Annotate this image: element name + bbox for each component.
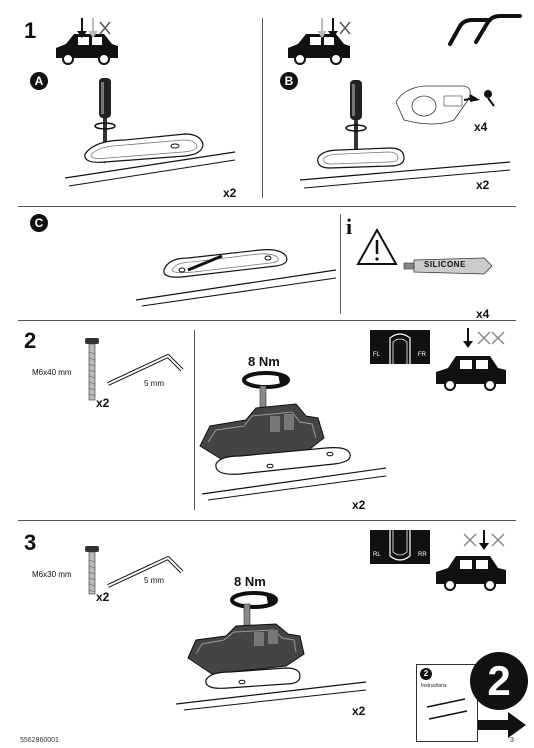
label-a: A [30, 72, 48, 90]
arrows-icon-step2 [463, 328, 505, 348]
torque-label-3: 8 Nm [234, 574, 266, 589]
torque-rotation-icon-3 [230, 591, 278, 609]
car-interior-mirror-icon [395, 85, 495, 125]
position-label-fl: FL [373, 352, 381, 358]
page-number: 3 [510, 737, 514, 744]
torque-label-2: 8 Nm [248, 354, 280, 369]
foot-assembly-3 [175, 603, 367, 711]
label-c: C [30, 214, 48, 232]
position-diagram-front [370, 330, 430, 364]
bolt-icon-2 [85, 338, 99, 401]
hex-key-icon-3 [107, 556, 184, 588]
divider-2 [18, 320, 516, 321]
info-icon: i [346, 214, 353, 239]
screw-size-2: M6x40 mm [32, 368, 72, 377]
document-code: 5562860001 [20, 737, 59, 744]
quantity-b-mirror: x4 [474, 120, 488, 134]
divider-vertical-2 [340, 214, 341, 314]
quantity-a: x2 [223, 186, 237, 200]
next-page-number: 2 [487, 657, 511, 704]
next-page-circle [470, 652, 528, 710]
quantity-step2-foot: x2 [352, 498, 366, 512]
booklet-step-badge: 2 [420, 668, 432, 680]
booklet-title: Instructions [421, 683, 447, 689]
arrows-icon-a [77, 18, 111, 38]
hex-key-icon-2 [107, 354, 184, 386]
divider-3 [18, 520, 516, 521]
arrows-icon-step3 [463, 530, 505, 550]
divider-vertical-3 [194, 330, 195, 510]
car-icon-step3 [436, 556, 506, 591]
bolt-icon-3 [85, 546, 99, 595]
car-icon-b [288, 34, 350, 65]
silicone-tube-label: SILICONE [424, 260, 466, 269]
divider-vertical-1 [262, 18, 263, 198]
quantity-step3-screw: x2 [96, 590, 110, 604]
position-label-rl: RL [373, 552, 381, 558]
quantity-c: x4 [476, 307, 490, 321]
step-number-2: 2 [24, 328, 37, 353]
label-b: B [280, 72, 298, 90]
warning-triangle-icon [356, 227, 398, 265]
step-number-1: 1 [24, 18, 37, 43]
car-icon-step2 [436, 356, 506, 391]
car-icon-a [56, 34, 118, 65]
arrows-icon-b [317, 18, 351, 38]
screw-size-3: M6x30 mm [32, 570, 72, 579]
position-label-rr: RR [418, 552, 427, 558]
instructions-booklet: 2 Instructions [416, 664, 478, 742]
car-topview-front-icon [389, 333, 411, 364]
quantity-step2-screw: x2 [96, 396, 110, 410]
booklet-roof-bars-icon [426, 698, 468, 720]
hex-key-size-3: 5 mm [144, 576, 164, 585]
quantity-step3-foot: x2 [352, 704, 366, 718]
roof-plate-a [64, 133, 236, 187]
step-number-3: 3 [24, 530, 37, 555]
quantity-b: x2 [476, 178, 490, 192]
position-label-fr: FR [418, 352, 426, 358]
roof-plate-c [135, 249, 337, 307]
silicone-tube-icon [403, 257, 493, 275]
car-topview-rear-icon [389, 530, 411, 561]
divider-1 [18, 206, 516, 207]
roof-plate-b [299, 147, 511, 189]
position-diagram-rear [370, 530, 430, 564]
roof-rail-icon [448, 14, 522, 46]
next-page-arrow-icon[interactable] [478, 712, 528, 738]
hex-key-size-2: 5 mm [144, 379, 164, 388]
foot-assembly-2 [199, 385, 387, 501]
